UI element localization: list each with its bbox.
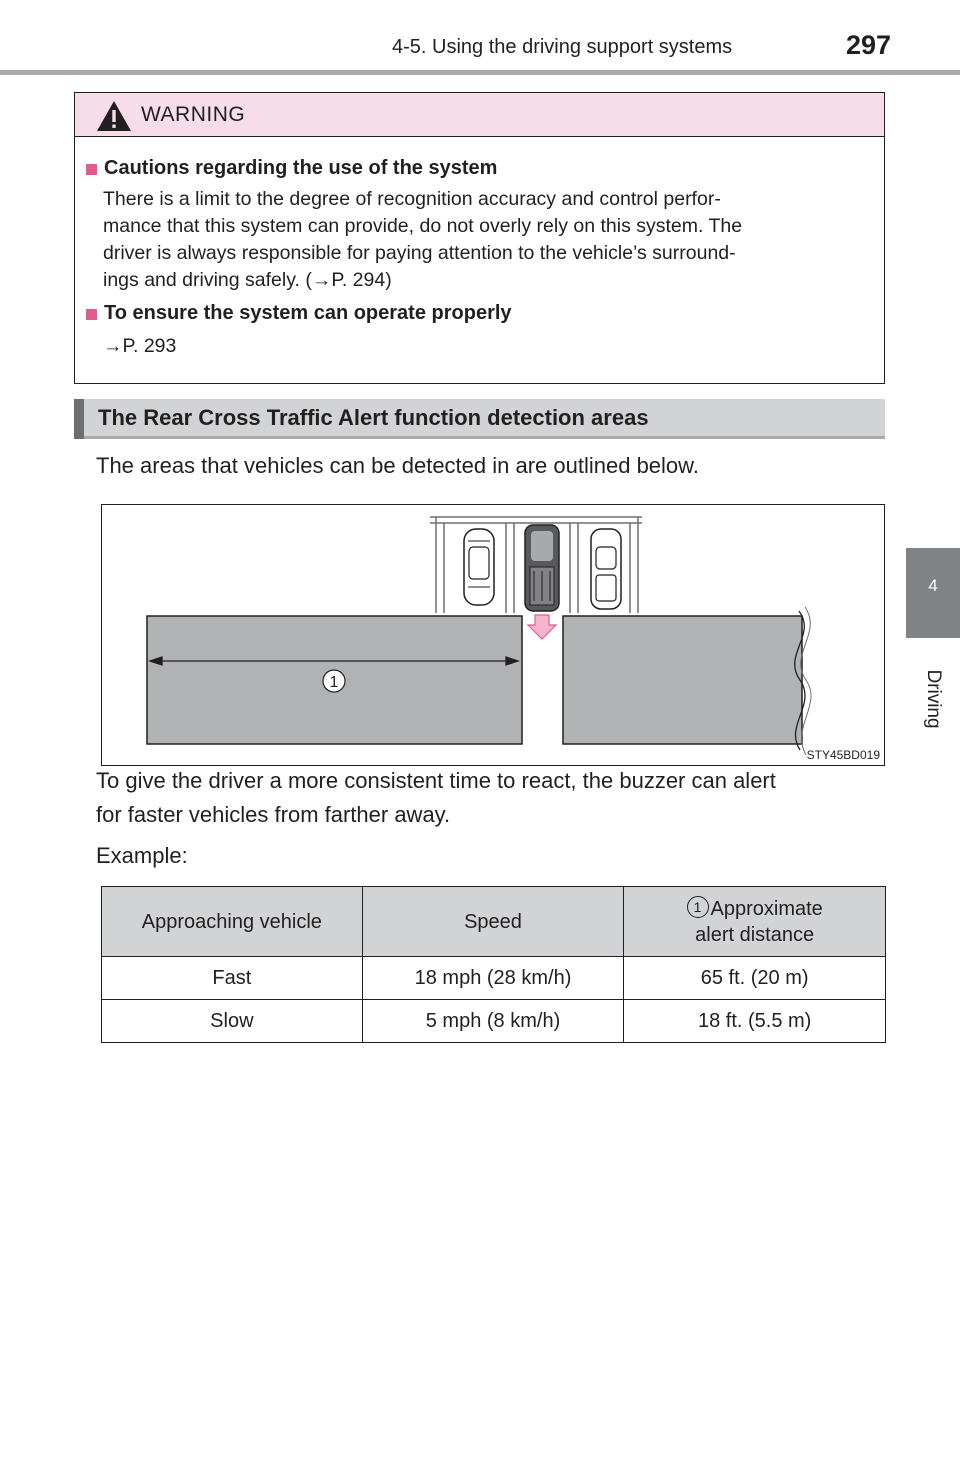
warning-item-text: There is a limit to the degree of recogn…	[103, 186, 871, 294]
warning-item-heading: Cautions regarding the use of the system	[104, 157, 498, 179]
example-label: Example:	[96, 843, 188, 868]
text-line: There is a limit to the degree of recogn…	[103, 188, 721, 210]
heading-bullet	[86, 164, 97, 175]
running-header-section: 4-5. Using the driving support systems	[392, 36, 733, 58]
header-line: alert distance	[695, 923, 815, 946]
paragraph-line: for faster vehicles from farther away.	[96, 802, 451, 827]
detection-area-figure: 1 STY45BD019	[101, 504, 885, 766]
distance-arrow	[147, 656, 521, 666]
table-cell: 5 mph (8 km/h)	[361, 999, 625, 1043]
callout-circle	[322, 669, 346, 693]
callout-number: 1	[686, 895, 709, 918]
warning-item-heading: To ensure the system can operate properl…	[104, 302, 512, 324]
section-heading: The Rear Cross Traffic Alert function de…	[74, 399, 885, 439]
warning-header: WARNING	[75, 93, 884, 137]
detection-area-right	[562, 615, 803, 745]
page-number: 297	[846, 30, 892, 60]
table-row: Fast 18 mph (28 km/h) 65 ft. (20 m)	[101, 956, 886, 1000]
table-row: Slow 5 mph (8 km/h) 18 ft. (5.5 m)	[101, 999, 886, 1043]
table-cell: 18 ft. (5.5 m)	[623, 999, 886, 1043]
warning-title: WARNING	[141, 103, 246, 126]
table-cell: 18 mph (28 km/h)	[361, 956, 625, 1000]
parked-car-right	[590, 528, 622, 610]
warning-triangle-icon	[97, 101, 131, 131]
column-header: Approaching vehicle	[101, 886, 363, 957]
intro-text: The areas that vehicles can be detected …	[96, 453, 699, 478]
heading-bullet	[86, 309, 97, 320]
text-line: driver is always responsible for paying …	[103, 242, 736, 264]
figure-code: STY45BD019	[807, 748, 881, 762]
chapter-label: Driving	[923, 669, 944, 729]
chapter-tab: 4	[906, 548, 960, 638]
header-line: Approximate	[710, 897, 823, 920]
detection-area-diagram: 1 STY45BD019	[146, 516, 881, 762]
header-rule	[0, 70, 960, 75]
callout-number: 1	[330, 674, 339, 691]
page-reference-link[interactable]: →P. 293	[103, 335, 177, 357]
section-heading-bar	[74, 399, 84, 439]
column-header: Speed	[361, 886, 625, 957]
parking-stalls	[430, 516, 642, 613]
parked-car-left	[463, 528, 495, 606]
table-cell: Slow	[101, 999, 363, 1043]
text-line: ings and driving safely. (→P. 294)	[103, 269, 392, 291]
chapter-number: 4	[928, 576, 938, 595]
break-line-icon	[794, 610, 806, 751]
warning-box: WARNING Cautions regarding the use of th…	[74, 92, 885, 384]
table-cell: Fast	[101, 956, 363, 1000]
reverse-direction-arrow-icon	[526, 614, 558, 640]
section-title: The Rear Cross Traffic Alert function de…	[98, 405, 649, 430]
own-vehicle	[524, 524, 560, 612]
table-cell: 65 ft. (20 m)	[623, 956, 886, 1000]
paragraph-line: To give the driver a more consistent tim…	[96, 768, 776, 793]
text-line: mance that this system can provide, do n…	[103, 215, 743, 237]
